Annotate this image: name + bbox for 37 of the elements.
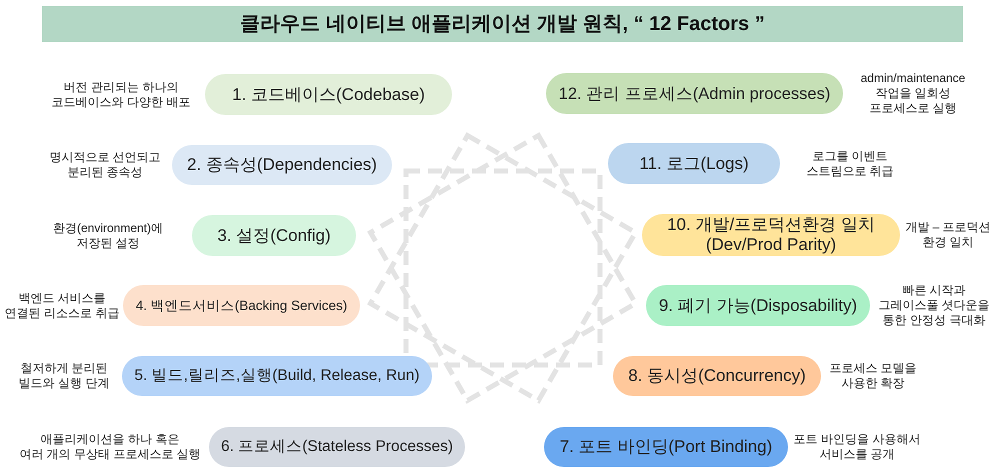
principle-pill bbox=[642, 214, 900, 256]
principle-pill bbox=[205, 74, 452, 115]
principle-label: 10. 개발/프로덕션환경 일치 (Dev/Prod Parity) bbox=[667, 215, 875, 255]
principle-description: 프로세스 모델을 사용한 확장 bbox=[829, 361, 917, 391]
principle-pill bbox=[546, 73, 843, 114]
principle-description: 환경(environment)에 저장된 설정 bbox=[52, 220, 164, 250]
principle-description: 빠른 시작과 그레이스풀 셧다운을 통한 안정성 극대화 bbox=[878, 283, 990, 328]
principle-description: 개발 – 프로덕션 환경 일치 bbox=[905, 220, 991, 250]
principle-pill bbox=[123, 285, 360, 326]
principle-description: 명시적으로 선언되고 분리된 종속성 bbox=[49, 150, 161, 180]
principle-description: 포트 바인딩을 사용해서 서비스를 공개 bbox=[794, 432, 920, 462]
principle-pill bbox=[544, 427, 788, 467]
principle-label: 2. 종속성(Dependencies) bbox=[187, 155, 377, 175]
principle-label: 11. 로그(Logs) bbox=[639, 154, 749, 174]
principle-label: 7. 포트 바인딩(Port Binding) bbox=[560, 437, 772, 457]
principle-label: 4. 백엔드서비스(Backing Services) bbox=[136, 296, 348, 315]
principle-label: 6. 프로세스(Stateless Processes) bbox=[221, 437, 453, 457]
principle-description: 백엔드 서비스를 연결된 리소스로 취급 bbox=[4, 290, 120, 320]
principle-label: 3. 설정(Config) bbox=[217, 226, 331, 246]
principle-description: admin/maintenance 작업을 일회성 프로세스로 실행 bbox=[860, 71, 966, 116]
principle-label: 5. 빌드,릴리즈,실행(Build, Release, Run) bbox=[134, 366, 420, 386]
principle-description: 철저하게 분리된 빌드와 실행 단계 bbox=[18, 361, 110, 391]
principle-description: 버전 관리되는 하나의 코드베이스와 다양한 배포 bbox=[52, 80, 190, 110]
principle-pill bbox=[192, 215, 356, 256]
principle-label: 1. 코드베이스(Codebase) bbox=[232, 84, 425, 104]
principle-pill bbox=[613, 356, 821, 396]
title-banner: 클라우드 네이티브 애플리케이션 개발 원칙, “ 12 Factors ” bbox=[42, 6, 963, 42]
principle-pill bbox=[209, 427, 465, 467]
principle-label: 8. 동시성(Concurrency) bbox=[628, 366, 806, 386]
principle-pill bbox=[122, 356, 432, 396]
principle-label: 12. 관리 프로세스(Admin processes) bbox=[558, 84, 830, 104]
principle-description: 애플리케이션을 하나 혹은 여러 개의 무상태 프로세스로 실행 bbox=[19, 432, 201, 462]
principle-pill bbox=[608, 143, 780, 184]
principle-description: 로그를 이벤트 스트림으로 취급 bbox=[806, 148, 894, 178]
principle-label: 9. 폐기 가능(Disposability) bbox=[658, 296, 858, 316]
principle-pill bbox=[646, 285, 870, 326]
principle-pill bbox=[172, 145, 392, 185]
